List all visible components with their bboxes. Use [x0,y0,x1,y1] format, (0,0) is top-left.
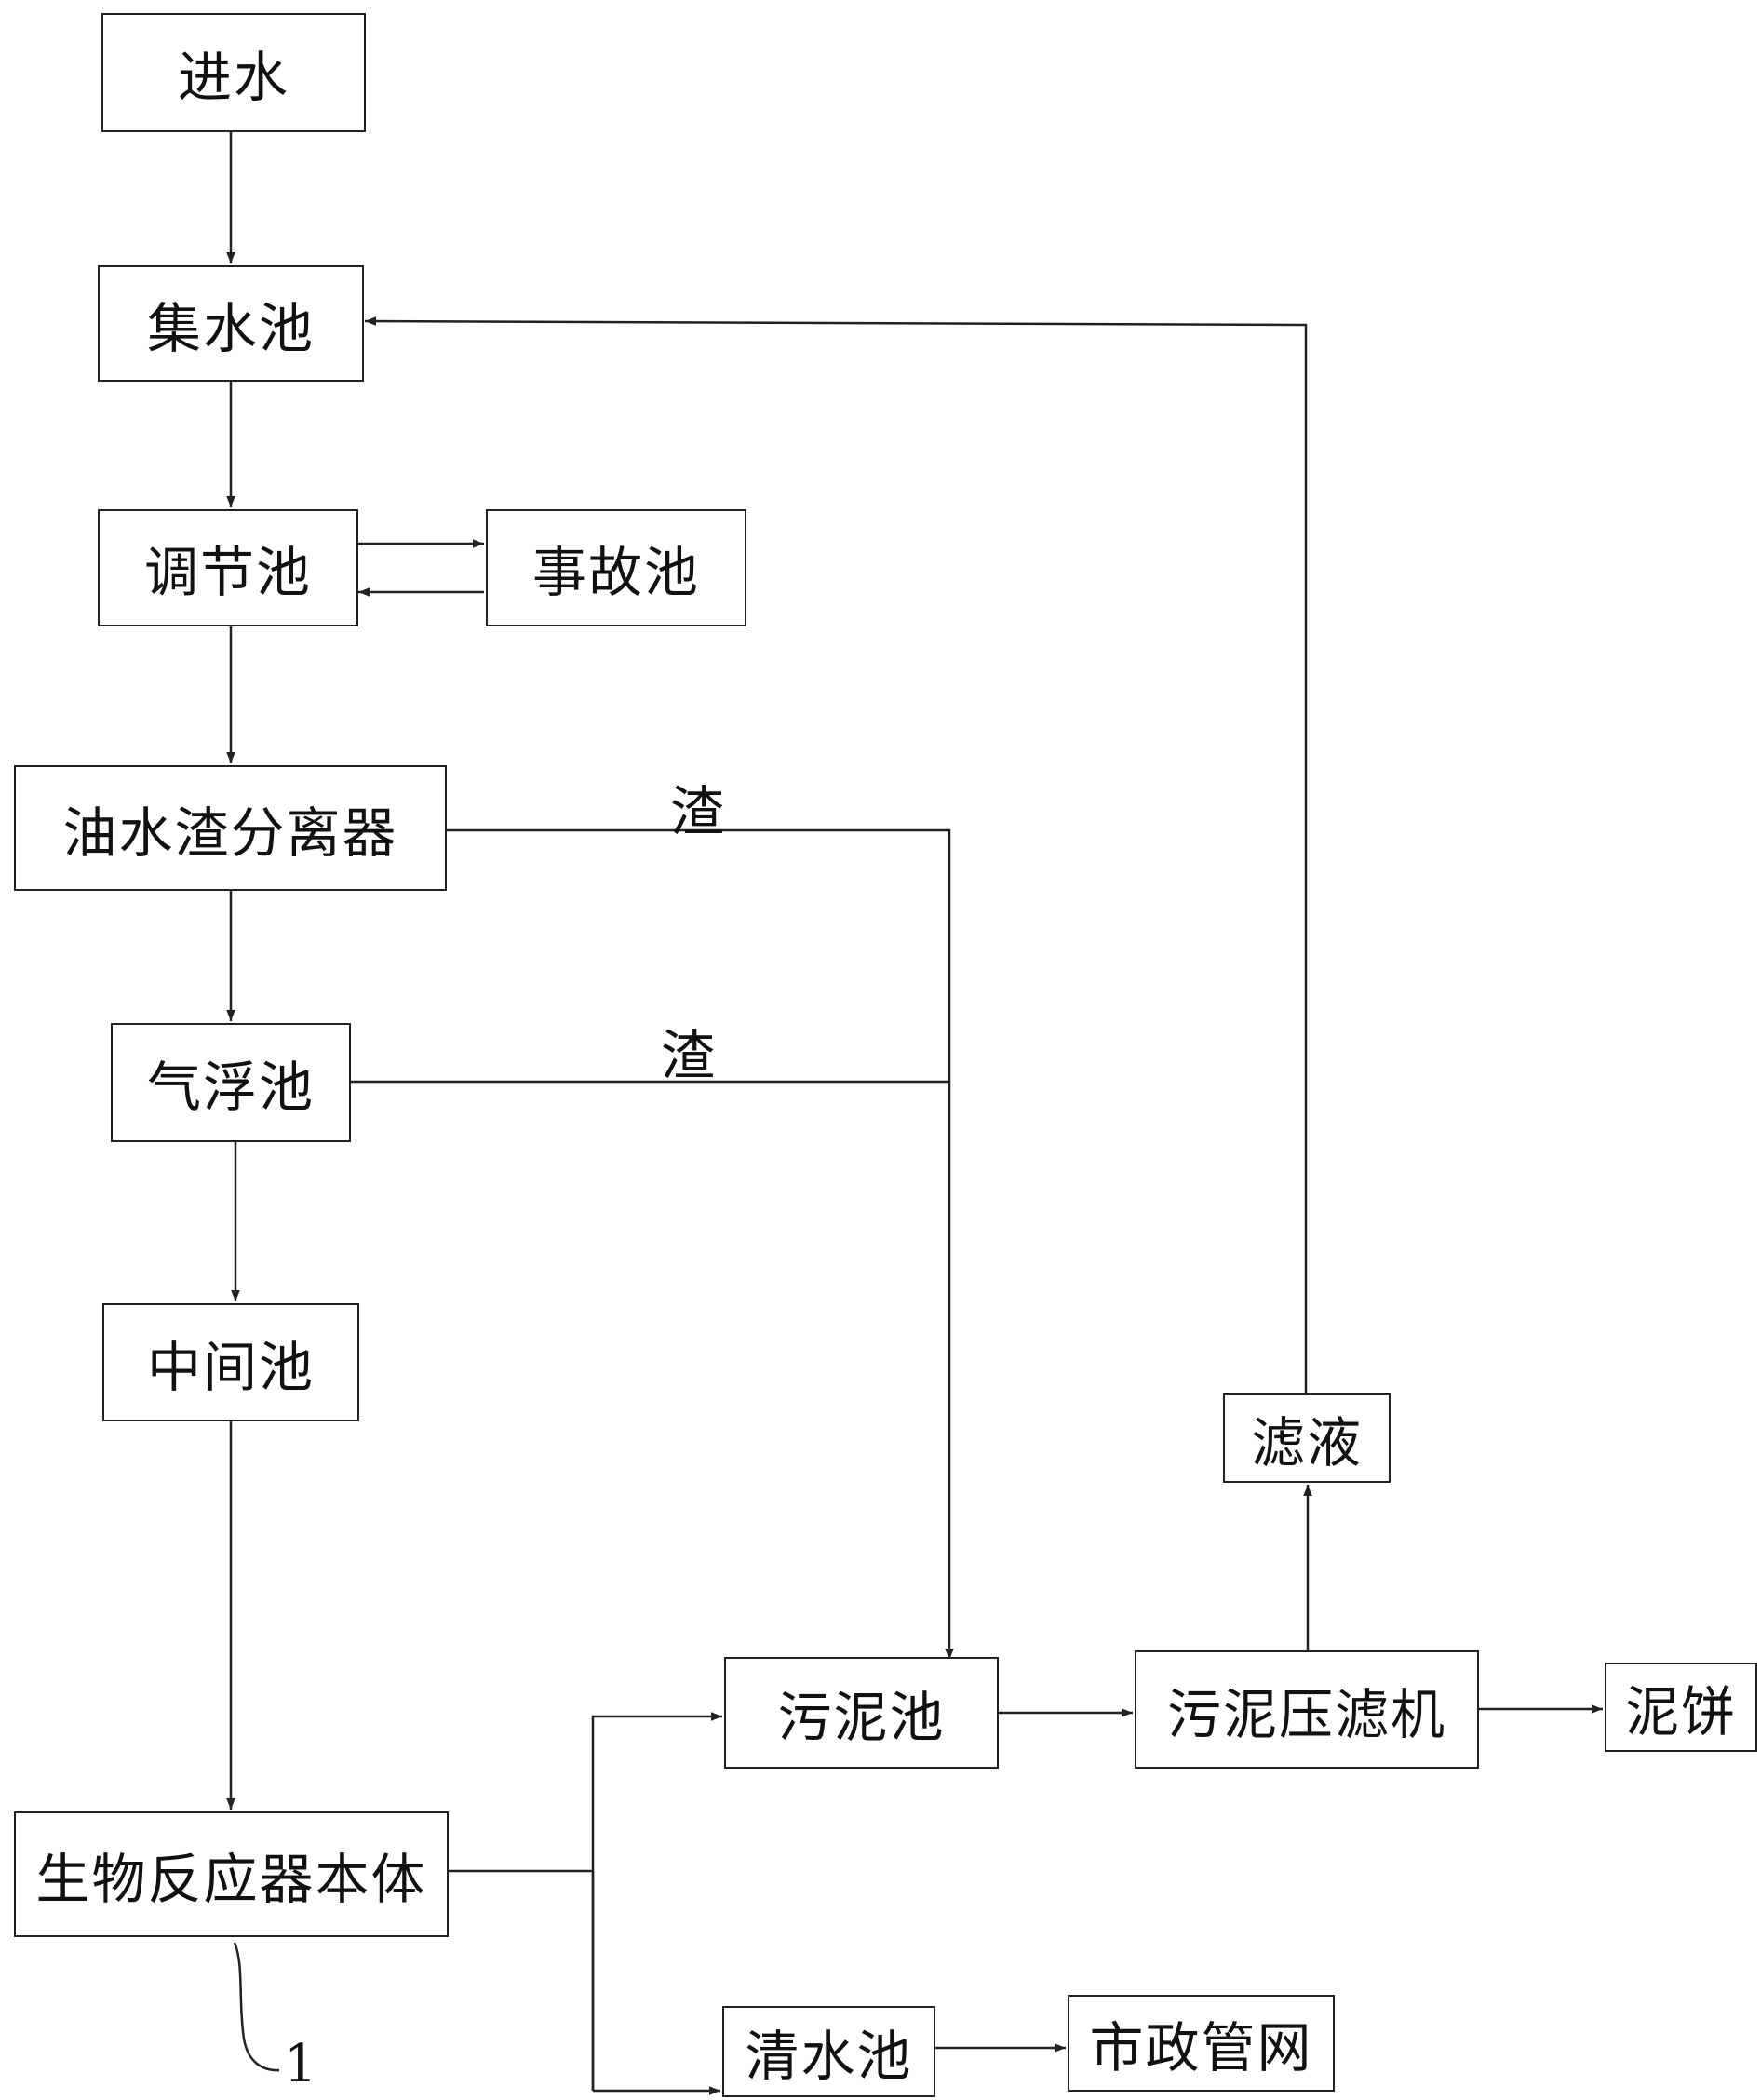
residue-line-separator [446,828,954,1660]
node-filter-press: 污泥压滤机 [1135,1650,1479,1769]
node-municipal-network: 市政管网 [1068,1995,1335,2092]
label-separator-residue: 渣 [670,780,725,843]
node-sludge-cake: 泥饼 [1605,1662,1757,1752]
reference-numeral: 1 [284,2034,317,2094]
node-inlet: 进水 [101,13,366,132]
node-flotation-tank: 气浮池 [111,1023,351,1142]
label-flotation-residue: 渣 [661,1024,716,1087]
node-equalization-tank: 调节池 [98,509,358,626]
node-clear-water-tank: 清水池 [722,2006,935,2097]
node-sludge-tank: 污泥池 [724,1657,999,1769]
node-emergency-tank: 事故池 [486,509,746,626]
reference-leader-line [233,1942,280,2072]
node-bioreactor: 生物反应器本体 [14,1811,449,1937]
node-filtrate: 滤液 [1223,1393,1391,1483]
arrow-filtrate-to-collection [364,316,1308,1434]
node-intermediate-tank: 中间池 [102,1303,359,1421]
node-separator: 油水渣分离器 [14,765,447,891]
node-collection-tank: 集水池 [98,265,364,382]
